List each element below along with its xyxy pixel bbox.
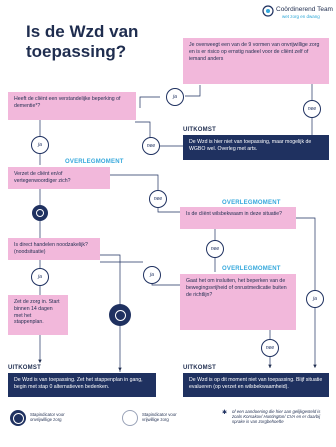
- answer-ja-circle: ja: [143, 266, 161, 284]
- overlegmoment-heading: OVERLEGMOMENT: [65, 159, 124, 165]
- step-start-box: Zet de zorg in. Start binnen 14 dagen me…: [8, 295, 68, 335]
- overlegmoment-heading: OVERLEGMOMENT: [222, 200, 281, 206]
- uitkomst-heading-right: UITKOMST: [183, 365, 216, 371]
- arrow-down-icon: ▼: [117, 367, 123, 373]
- question-insluiten-box: Gaat het om insluiten, het beperken van …: [180, 274, 296, 330]
- outcome-evalueren-box: De Wzd is op dit moment niet van toepass…: [183, 373, 329, 397]
- overlegmoment-heading: OVERLEGMOMENT: [222, 266, 281, 272]
- legend-dark-label: Stapindicator voor onvrijwillige zorg: [30, 412, 65, 423]
- step-indicator-dark: [109, 304, 131, 326]
- question-verzet-box: Verzet de cliënt en/of vertegenwoordiger…: [8, 167, 110, 189]
- logo-subtitle: wet zorg en dwang: [282, 14, 320, 19]
- outcome-stappenplan-box: De Wzd is van toepassing. Zet het stappe…: [8, 373, 156, 397]
- question-risk-box: Je overweegt een van de 9 vormen van onv…: [183, 38, 329, 84]
- uitkomst-heading-top: UITKOMST: [183, 127, 216, 133]
- legend-light-label: Stapindicator voor vrijwillige zorg: [142, 412, 177, 423]
- outcome-wgbo-box: De Wzd is hier niet van toepassing, maar…: [183, 135, 329, 160]
- legend-dark-indicator: [10, 410, 26, 426]
- answer-ja-circle: ja: [166, 88, 184, 106]
- arrow-down-icon: ▼: [37, 359, 43, 365]
- step-indicator-dark: [32, 205, 48, 221]
- logo-mark-icon: [262, 5, 274, 17]
- page-title: Is de Wzd van toepassing?: [26, 22, 139, 61]
- answer-nee-circle: nee: [206, 240, 224, 258]
- answer-ja-circle: ja: [31, 136, 49, 154]
- footnote-star-icon: ✱: [222, 410, 228, 416]
- answer-nee-circle: nee: [303, 100, 321, 118]
- arrow-down-icon: ▼: [312, 364, 318, 370]
- answer-nee-circle: nee: [261, 339, 279, 357]
- answer-ja-circle: ja: [306, 290, 324, 308]
- arrow-down-icon: ▼: [267, 364, 273, 370]
- answer-nee-circle: nee: [149, 190, 167, 208]
- question-beperking-box: Heeft de cliënt een verstandelijke beper…: [8, 92, 136, 120]
- logo-name: Coördinerend Team: [276, 6, 333, 13]
- legend-light-indicator: [122, 410, 138, 426]
- question-noodsituatie-box: Is direct handelen noodzakelijk? (noodsi…: [8, 238, 100, 260]
- uitkomst-heading-left: UITKOMST: [8, 365, 41, 371]
- footnote-text: of een aandoening die hier aan gelijkges…: [232, 409, 321, 425]
- answer-ja-circle: ja: [31, 268, 49, 286]
- question-wilsbekwaam-box: Is de cliënt wilsbekwaam in deze situati…: [180, 207, 296, 229]
- answer-nee-circle: nee: [142, 137, 160, 155]
